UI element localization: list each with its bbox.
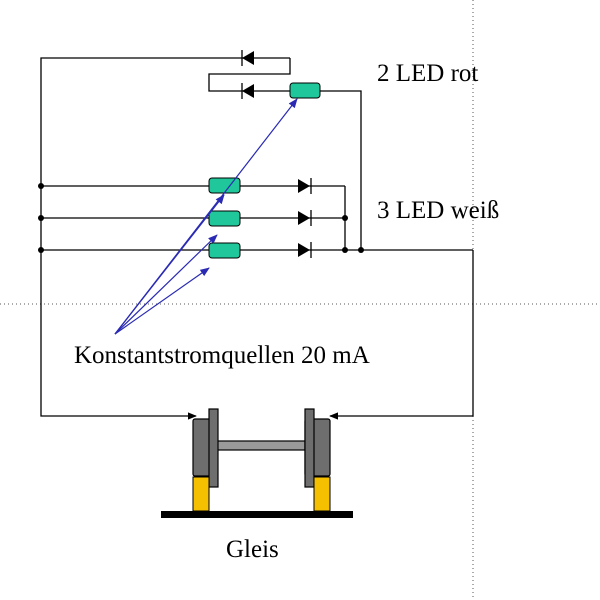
pointer-arrows [114, 98, 298, 335]
right-bus-wire [320, 90, 474, 420]
rail-pad-right [313, 476, 331, 512]
red-led-branch [208, 50, 321, 99]
current-source-white-2 [208, 210, 241, 227]
label-white-leds: 3 LED weiß [377, 197, 499, 224]
track [161, 476, 353, 518]
red-led-diode-1 [241, 50, 254, 66]
current-source-red [289, 82, 321, 99]
label-track: Gleis [226, 536, 279, 563]
label-red-leds: 2 LED rot [377, 60, 478, 87]
white-led-diode-2 [298, 210, 312, 226]
label-current-sources: Konstantstromquellen 20 mA [74, 342, 370, 369]
white-led-branch-2 [41, 210, 345, 227]
wheel-left-flange [208, 408, 219, 488]
white-led-diode-3 [298, 242, 312, 258]
wheel-right-flange [304, 408, 315, 488]
rail-pad-left [192, 476, 210, 512]
junction-dots [38, 183, 364, 253]
red-led-diode-2 [241, 83, 254, 99]
axle [216, 440, 306, 451]
white-led-diode-1 [298, 178, 312, 194]
current-source-white-3 [208, 242, 241, 259]
left-bus-wire [40, 57, 290, 420]
current-source-white-1 [208, 177, 241, 194]
wheelset [192, 408, 331, 488]
rail-base [161, 511, 353, 518]
